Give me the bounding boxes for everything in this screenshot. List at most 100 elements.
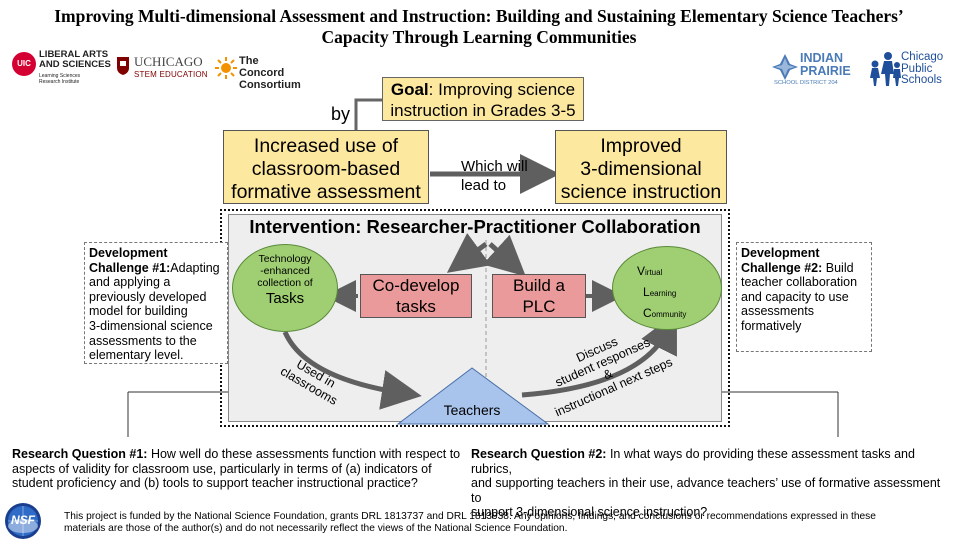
goal-box: Goal: Improving science instruction in G…	[382, 77, 584, 121]
intervention-title: Intervention: Researcher-Practitioner Co…	[249, 216, 701, 237]
plc-line-1: Build a	[513, 276, 565, 295]
uic-logo: UIC LIBERAL ARTS AND SCIENCES Learning S…	[12, 50, 112, 90]
dev1-line-b: previously developed	[89, 289, 207, 304]
poster-title: Improving Multi-dimensional Assessment a…	[20, 6, 938, 48]
dev2-line-d: formatively	[741, 318, 802, 333]
indian-line-2: PRAIRIE	[800, 64, 851, 78]
goal-text-1: : Improving science	[428, 80, 576, 99]
dev2-line-c: assessments	[741, 304, 814, 319]
tasks-line-3: collection of	[257, 277, 313, 289]
formative-line-2: classroom-based	[251, 158, 401, 180]
funding-footer: This project is funded by the National S…	[64, 511, 944, 534]
cps-logo: Chicago Public Schools	[866, 48, 956, 90]
vlc-v-rest: irtual	[645, 268, 663, 277]
by-connector	[354, 98, 382, 130]
indian-sub: SCHOOL DISTRICT 204	[774, 80, 838, 86]
dev2-line-a: teacher collaboration	[741, 275, 858, 290]
concord-logo: The Concord Consortium	[214, 53, 306, 91]
title-line-1: Improving Multi-dimensional Assessment a…	[54, 6, 904, 26]
research-question-1: Research Question #1: How well do these …	[12, 447, 462, 491]
goal-label: Goal	[390, 80, 429, 99]
tasks-ellipse: Technology -enhanced collection of Tasks	[232, 244, 338, 332]
dev1-heading-2: Challenge #1:	[89, 260, 171, 275]
indian-prairie-logo: INDIAN PRAIRIE SCHOOL DISTRICT 204	[770, 50, 862, 90]
rq2-line-3: support 3-dimensional science instructio…	[471, 505, 708, 520]
goal-text-2: instruction in Grades 3-5	[390, 101, 576, 120]
concord-sun-icon	[215, 57, 237, 79]
uic-sub-2: Research Institute	[39, 79, 80, 85]
improved-line-3: science instruction	[560, 181, 722, 203]
nsf-globe-icon	[5, 503, 41, 539]
dev2-heading-2: Challenge #2:	[741, 260, 823, 275]
formative-assessment-box: Increased use of classroom-based formati…	[223, 130, 429, 204]
rq2-label: Research Question #2:	[471, 447, 607, 461]
vlc-l-cap: L	[643, 285, 650, 299]
uchicago-shield-icon	[117, 57, 129, 75]
plc-line-2: PLC	[522, 297, 556, 316]
indian-prairie-star-icon	[772, 54, 798, 80]
dev1-text-1: Adapting	[170, 260, 220, 275]
cps-line-2: Public	[901, 62, 933, 75]
uic-line-2: AND SCIENCES	[39, 59, 111, 70]
dev1-line-d: 3-dimensional science	[89, 318, 213, 333]
indian-line-1: INDIAN	[800, 51, 844, 65]
uic-line-1: LIBERAL ARTS	[39, 49, 109, 60]
cps-line-3: Schools	[901, 74, 942, 86]
footer-line-2: materials are those of the author(s) and…	[64, 522, 568, 534]
uic-badge-icon: UIC	[12, 52, 36, 76]
codevelop-line-2: tasks	[396, 297, 436, 316]
dev1-line-f: elementary level.	[89, 348, 184, 363]
improved-line-1: Improved	[600, 135, 682, 157]
dev-challenge-2: Development Challenge #2: Build teacher …	[736, 242, 872, 352]
build-plc-box: Build a PLC	[492, 274, 586, 318]
vlc-v-cap: V	[637, 264, 646, 278]
cps-line-1: Chicago	[901, 51, 944, 63]
formative-line-3: formative assessment	[231, 181, 421, 203]
codevelop-line-1: Co-develop	[372, 276, 460, 295]
dev1-heading-1: Development	[89, 246, 168, 260]
improved-instruction-box: Improved 3-dimensional science instructi…	[555, 130, 727, 204]
lead-line-1: Which will	[461, 158, 528, 175]
uchicago-sub: STEM EDUCATION	[134, 70, 208, 79]
rq1-text-1: How well do these assessments function w…	[147, 447, 461, 461]
rq1-line-3: student proficiency and (b) tools to sup…	[12, 476, 418, 491]
dev2-line-b: and capacity to use	[741, 289, 849, 304]
dev2-text-1: Build	[822, 260, 854, 275]
concord-line-2: Consortium	[239, 79, 301, 91]
nsf-text: NSF	[11, 513, 35, 527]
formative-line-1: Increased use of	[253, 135, 399, 157]
dev1-line-e: assessments to the	[89, 333, 197, 348]
tasks-line-2: -enhanced	[260, 265, 310, 277]
vlc-c-rest: ommunity	[651, 310, 687, 319]
uic-sub-1: Learning Sciences	[39, 73, 81, 79]
concord-line-1: The Concord	[239, 55, 285, 79]
dev1-line-a: and applying a	[89, 275, 171, 290]
rq2-line-2: and supporting teachers in their use, ad…	[471, 476, 941, 505]
vlc-ellipse: Virtual Learning Community	[612, 246, 722, 330]
rq1-line-2: aspects of validity for classroom use, p…	[12, 461, 432, 476]
uchicago-logo: UCHICAGO STEM EDUCATION	[116, 54, 214, 82]
improved-line-2: 3-dimensional	[580, 158, 702, 180]
title-line-2: Capacity Through Learning Communities	[321, 27, 637, 47]
vlc-c-cap: C	[643, 306, 652, 320]
nsf-logo: NSF	[4, 502, 42, 540]
dev2-heading-1: Development	[741, 246, 820, 260]
tasks-line-1: Technology	[258, 253, 312, 265]
uchicago-name: UCHICAGO	[134, 54, 203, 69]
dev-challenge-1: Development Challenge #1:Adapting and ap…	[84, 242, 228, 364]
rq1-label: Research Question #1:	[12, 447, 148, 461]
lead-line-2: lead to	[461, 177, 507, 194]
teachers-triangle	[396, 367, 550, 425]
codevelop-box: Co-develop tasks	[360, 274, 472, 318]
vlc-l-rest: earning	[649, 289, 677, 298]
lead-to-label: Which will lead to	[461, 157, 528, 195]
cps-figures-icon	[870, 52, 901, 86]
by-label: by	[331, 104, 351, 124]
rq2-text-1: In what ways do providing these assessme…	[471, 447, 915, 476]
research-question-2: Research Question #2: In what ways do pr…	[471, 447, 951, 520]
dev1-line-c: model for building	[89, 304, 188, 319]
footer-line-1: This project is funded by the National S…	[64, 511, 876, 522]
tasks-big: Tasks	[265, 290, 305, 307]
teachers-label: Teachers	[443, 402, 501, 418]
